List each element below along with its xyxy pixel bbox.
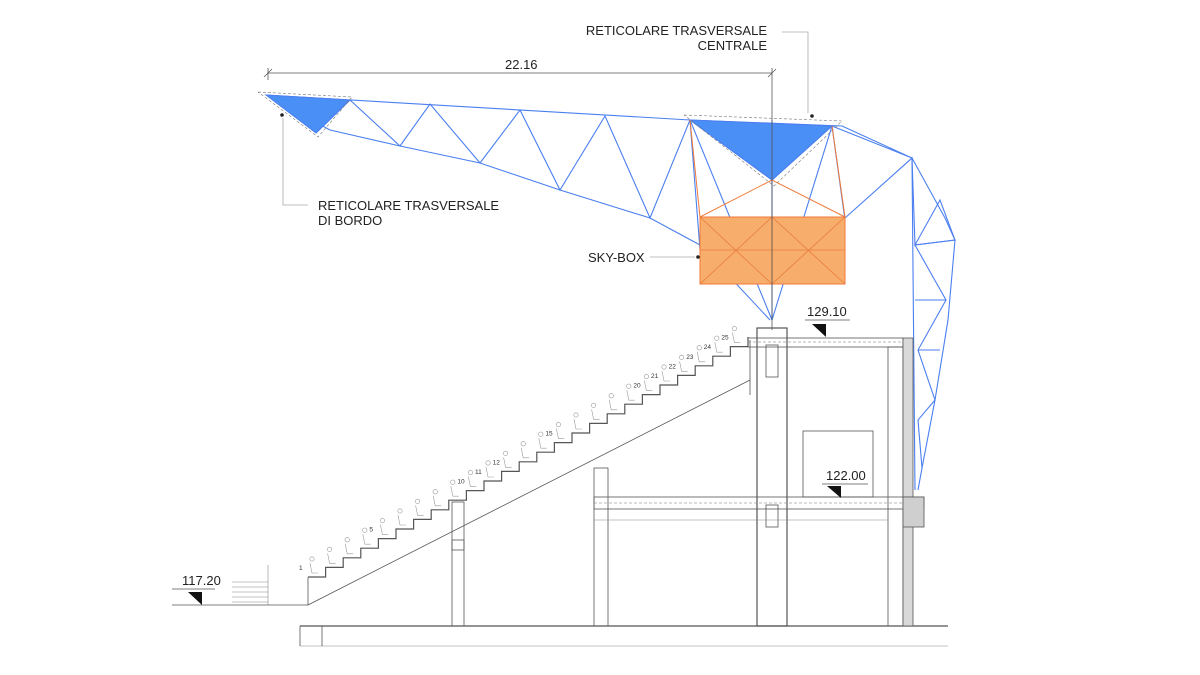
row-number: 10 [457, 479, 465, 486]
seat [380, 524, 389, 535]
seat [362, 534, 371, 545]
seat [732, 332, 741, 343]
spectator-head [538, 431, 544, 437]
row-number: 15 [545, 431, 553, 438]
row-number: 12 [493, 459, 501, 466]
seat [327, 553, 336, 564]
spectator-head [467, 470, 473, 476]
seat [679, 361, 688, 372]
row-number: 11 [475, 469, 482, 476]
row-number: 21 [651, 373, 659, 380]
level-top-value: 129.10 [807, 304, 847, 319]
seat [714, 342, 723, 353]
spectator-head [643, 374, 649, 380]
spectator-head [714, 335, 720, 341]
seat [608, 399, 618, 411]
spectator-head [450, 479, 456, 485]
spectator-head [731, 326, 737, 332]
seat [626, 390, 635, 401]
spectator-head [520, 441, 526, 447]
spectator-head [661, 364, 667, 370]
row-number: 24 [704, 344, 712, 351]
seat [485, 466, 494, 478]
spectator-head [397, 508, 403, 514]
spectator-head [696, 345, 702, 351]
spectator-head [503, 450, 509, 456]
edge-truss-label-line1: RETICOLARE TRASVERSALE [318, 198, 499, 213]
central-truss-label-line1: RETICOLARE TRASVERSALE [586, 23, 767, 38]
level-mid-value: 122.00 [826, 468, 866, 483]
seat [432, 495, 442, 507]
seat [556, 428, 565, 439]
edge-truss-label-line2: DI BORDO [318, 213, 382, 228]
spectator-head [344, 537, 350, 543]
skybox-volume [699, 216, 846, 285]
spectator-head [379, 518, 385, 524]
central-truss-leader [782, 31, 814, 118]
spectator-head [309, 556, 315, 562]
seat [644, 380, 653, 391]
spectator-head [327, 546, 333, 552]
spectator-head [362, 527, 368, 533]
seat [309, 562, 318, 574]
service-building [299, 327, 948, 647]
skybox-leader [650, 255, 700, 259]
seat [661, 370, 670, 382]
grandstand [172, 326, 751, 627]
seat [503, 457, 512, 468]
spectator-head [432, 489, 438, 495]
edge-truss-leader [280, 113, 308, 206]
seat [591, 409, 600, 420]
level-marker-ground [172, 588, 215, 605]
central-truss-section [688, 119, 834, 181]
seat [696, 351, 706, 363]
spectator-head [573, 412, 579, 418]
skybox-label: SKY-BOX [588, 250, 645, 265]
edge-truss-section [264, 94, 352, 134]
seat [344, 543, 354, 555]
spectator-head [485, 460, 491, 466]
level-marker-top [805, 319, 850, 337]
roof-truss [257, 91, 956, 491]
row-number: 20 [633, 383, 641, 390]
level-marker-mid [822, 483, 868, 498]
row-number: 23 [686, 354, 694, 361]
span-dimension-value: 22.16 [505, 57, 538, 72]
row-number: 22 [669, 363, 677, 370]
level-ground-value: 117.20 [182, 573, 221, 588]
seat [538, 438, 547, 449]
row-number: 5 [369, 527, 373, 534]
spectator-head [415, 498, 421, 504]
seat [573, 418, 582, 430]
central-truss-label-line2: CENTRALE [698, 38, 768, 53]
row-number: 1 [299, 565, 303, 572]
spectator-head [679, 354, 685, 360]
seat [397, 514, 406, 526]
span-dimension [263, 68, 777, 330]
seat [450, 486, 459, 497]
spectator-head [555, 422, 561, 428]
seat [468, 476, 477, 487]
seat [415, 505, 424, 516]
row-number: 25 [721, 335, 729, 342]
spectator-head [591, 402, 597, 408]
spectator-head [626, 383, 632, 389]
seat [520, 447, 530, 459]
spectator-head [608, 393, 614, 399]
